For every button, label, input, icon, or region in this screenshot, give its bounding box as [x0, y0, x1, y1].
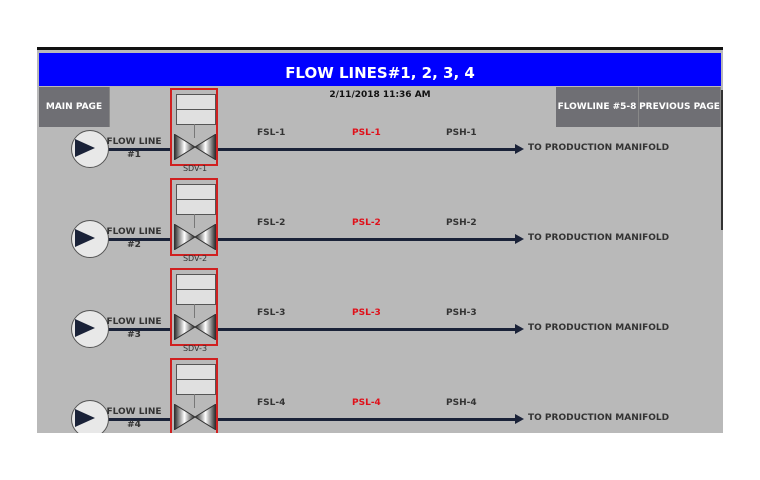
psh-tag: PSH-4 [446, 398, 477, 408]
valve-status-box [176, 289, 216, 305]
sdv-valve[interactable] [170, 358, 218, 433]
pipe-line [77, 328, 517, 331]
valve-status-box [176, 94, 216, 110]
flow-line-label: FLOW LINE#3 [106, 317, 162, 340]
flow-line-label: FLOW LINE#4 [106, 407, 162, 430]
flowline-5-8-button[interactable]: FLOWLINE #5-8 [556, 87, 639, 127]
previous-page-button[interactable]: PREVIOUS PAGE [639, 87, 721, 127]
destination-label: TO PRODUCTION MANIFOLD [528, 413, 670, 423]
valve-icon [174, 314, 216, 340]
arrow-right-icon [515, 324, 524, 334]
sdv-valve[interactable] [170, 178, 218, 256]
flow-line-label: FLOW LINE#1 [106, 137, 162, 160]
main-page-button[interactable]: MAIN PAGE [39, 87, 110, 127]
datetime: 2/11/2018 11:36 AM [329, 90, 431, 100]
valve-status-box [176, 379, 216, 395]
valve-status-box [176, 184, 216, 200]
flow-line-row: FLOW LINE#4 SDV-4 FSL-4 PSL-4 PSH-4 TO P… [37, 358, 723, 433]
psl-tag: PSL-4 [352, 398, 381, 408]
sdv-valve[interactable] [170, 88, 218, 166]
hmi-screen: FLOW LINES#1, 2, 3, 4 2/11/2018 11:36 AM… [37, 47, 723, 433]
psl-tag: PSL-1 [352, 128, 381, 138]
page-title: FLOW LINES#1, 2, 3, 4 [39, 53, 721, 86]
valve-tag: SDV-3 [182, 344, 208, 353]
valve-tag: SDV-1 [182, 164, 208, 173]
flow-arrow-icon [75, 409, 95, 427]
psh-tag: PSH-1 [446, 128, 477, 138]
valve-stem [194, 124, 195, 138]
scrollbar[interactable] [721, 90, 723, 230]
valve-tag: SDV-2 [182, 254, 208, 263]
sdv-valve[interactable] [170, 268, 218, 346]
arrow-right-icon [515, 414, 524, 424]
flow-line-row: FLOW LINE#1 SDV-1 FSL-1 PSL-1 PSH-1 TO P… [37, 88, 723, 182]
flow-arrow-icon [75, 229, 95, 247]
fsl-tag: FSL-3 [257, 308, 286, 318]
valve-icon [174, 134, 216, 160]
flow-line-label: FLOW LINE#2 [106, 227, 162, 250]
valve-status-box [176, 199, 216, 215]
flow-arrow-icon [75, 319, 95, 337]
fsl-tag: FSL-4 [257, 398, 286, 408]
psh-tag: PSH-2 [446, 218, 477, 228]
psl-tag: PSL-3 [352, 308, 381, 318]
destination-label: TO PRODUCTION MANIFOLD [528, 143, 670, 153]
valve-status-box [176, 364, 216, 380]
pipe-line [77, 418, 517, 421]
arrow-right-icon [515, 234, 524, 244]
valve-icon [174, 224, 216, 250]
destination-label: TO PRODUCTION MANIFOLD [528, 233, 670, 243]
psl-tag: PSL-2 [352, 218, 381, 228]
psh-tag: PSH-3 [446, 308, 477, 318]
valve-stem [194, 394, 195, 408]
valve-icon [174, 404, 216, 430]
flow-line-row: FLOW LINE#2 SDV-2 FSL-2 PSL-2 PSH-2 TO P… [37, 178, 723, 272]
flow-arrow-icon [75, 139, 95, 157]
pipe-line [77, 238, 517, 241]
destination-label: TO PRODUCTION MANIFOLD [528, 323, 670, 333]
fsl-tag: FSL-2 [257, 218, 286, 228]
fsl-tag: FSL-1 [257, 128, 286, 138]
arrow-right-icon [515, 144, 524, 154]
valve-stem [194, 304, 195, 318]
flow-line-row: FLOW LINE#3 SDV-3 FSL-3 PSL-3 PSH-3 TO P… [37, 268, 723, 362]
pipe-line [77, 148, 517, 151]
valve-status-box [176, 274, 216, 290]
valve-status-box [176, 109, 216, 125]
valve-stem [194, 214, 195, 228]
